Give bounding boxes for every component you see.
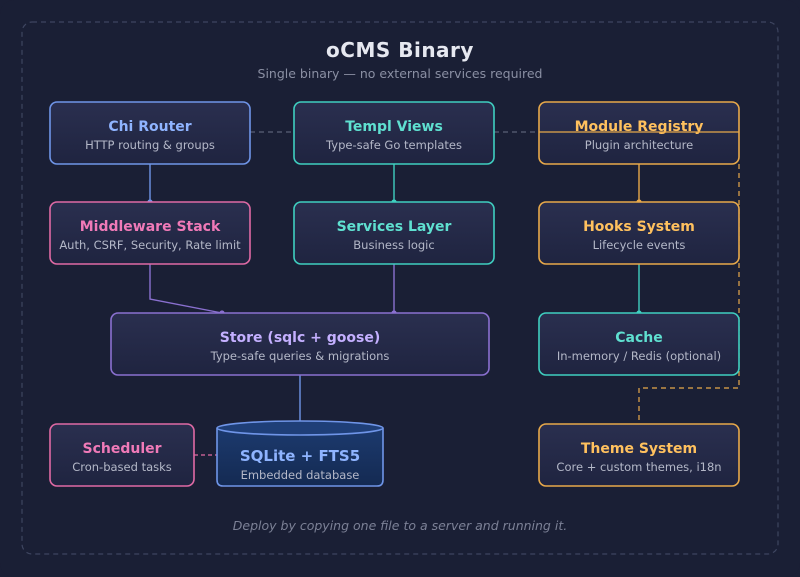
- node-scheduler: Scheduler Cron-based tasks: [49, 423, 195, 487]
- cache-title: Cache: [615, 330, 662, 346]
- store-subtitle: Type-safe queries & migrations: [210, 349, 390, 363]
- node-hooks-system: Hooks System Lifecycle events: [538, 201, 740, 265]
- services-layer-title: Services Layer: [337, 219, 452, 235]
- database-cylinder-top: [216, 420, 384, 436]
- store-title: Store (sqlc + goose): [220, 330, 380, 346]
- diagram-footer: Deploy by copying one file to a server a…: [233, 518, 567, 533]
- chi-router-title: Chi Router: [108, 119, 191, 135]
- theme-system-subtitle: Core + custom themes, i18n: [556, 460, 721, 474]
- theme-system-title: Theme System: [581, 441, 697, 457]
- node-store: Store (sqlc + goose) Type-safe queries &…: [110, 312, 490, 376]
- module-registry-title: Module Registry: [575, 119, 704, 135]
- hooks-system-title: Hooks System: [583, 219, 695, 235]
- node-chi-router: Chi Router HTTP routing & groups: [49, 101, 251, 165]
- binary-boundary-frame: [21, 21, 779, 555]
- sqlite-subtitle: Embedded database: [241, 468, 360, 482]
- scheduler-subtitle: Cron-based tasks: [72, 460, 172, 474]
- templ-views-title: Templ Views: [345, 119, 443, 135]
- node-module-registry: Module Registry Plugin architecture: [538, 101, 740, 165]
- module-registry-subtitle: Plugin architecture: [585, 138, 693, 152]
- sqlite-title: SQLite + FTS5: [240, 447, 360, 465]
- templ-views-subtitle: Type-safe Go templates: [325, 138, 462, 152]
- diagram-title: oCMS Binary: [326, 38, 474, 62]
- scheduler-title: Scheduler: [82, 441, 161, 457]
- node-theme-system: Theme System Core + custom themes, i18n: [538, 423, 740, 487]
- link-middleware-store: [149, 264, 223, 314]
- node-cache: Cache In-memory / Redis (optional): [538, 312, 740, 376]
- middleware-stack-title: Middleware Stack: [80, 219, 221, 235]
- cache-subtitle: In-memory / Redis (optional): [557, 349, 721, 363]
- services-layer-subtitle: Business logic: [353, 238, 434, 252]
- chi-router-subtitle: HTTP routing & groups: [85, 138, 215, 152]
- node-services-layer: Services Layer Business logic: [293, 201, 495, 265]
- middleware-stack-subtitle: Auth, CSRF, Security, Rate limit: [59, 238, 241, 252]
- node-templ-views: Templ Views Type-safe Go templates: [293, 101, 495, 165]
- link-registry-theme: [638, 164, 740, 424]
- node-middleware-stack: Middleware Stack Auth, CSRF, Security, R…: [49, 201, 251, 265]
- hooks-system-subtitle: Lifecycle events: [593, 238, 686, 252]
- node-sqlite-database: SQLite + FTS5 Embedded database: [216, 420, 384, 487]
- diagram-subtitle: Single binary — no external services req…: [258, 66, 543, 81]
